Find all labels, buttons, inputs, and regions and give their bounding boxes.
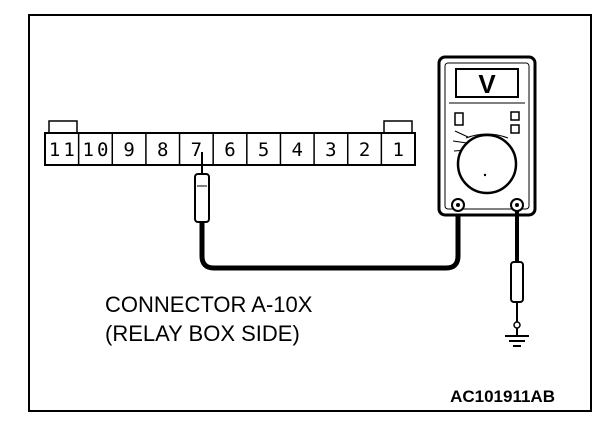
ground-lead — [510, 211, 524, 329]
meter-display — [455, 68, 519, 98]
diagram-frame — [28, 14, 592, 412]
test-lead-wire — [199, 206, 461, 271]
voltmeter-icon: V — [437, 55, 537, 217]
meter-mode-symbol: V — [478, 69, 496, 99]
test-probe-icon — [194, 152, 210, 223]
pin-label-9: 9 — [123, 139, 134, 161]
connector-name-label: CONNECTOR A-10X — [105, 292, 313, 317]
meter-button-right-bottom — [510, 124, 520, 134]
pin-label-2: 2 — [359, 139, 370, 161]
meter-button-right-top — [510, 111, 520, 121]
pin-label-4: 4 — [292, 139, 303, 161]
pin-label-3: 3 — [325, 139, 336, 161]
pin-label-1: 1 — [392, 139, 403, 161]
pin-label-7: 7 — [191, 139, 202, 161]
ground-symbol-icon — [505, 328, 529, 347]
pin-label-6: 6 — [224, 139, 235, 161]
pin-label-8: 8 — [157, 139, 168, 161]
meter-button-left — [454, 112, 464, 126]
connector-side-label: (RELAY BOX SIDE) — [105, 321, 300, 346]
meter-rotary-dial — [456, 133, 518, 195]
figure-code: AC101911AB — [450, 387, 555, 406]
pin-label-5: 5 — [258, 139, 269, 161]
connector-body — [44, 132, 416, 166]
